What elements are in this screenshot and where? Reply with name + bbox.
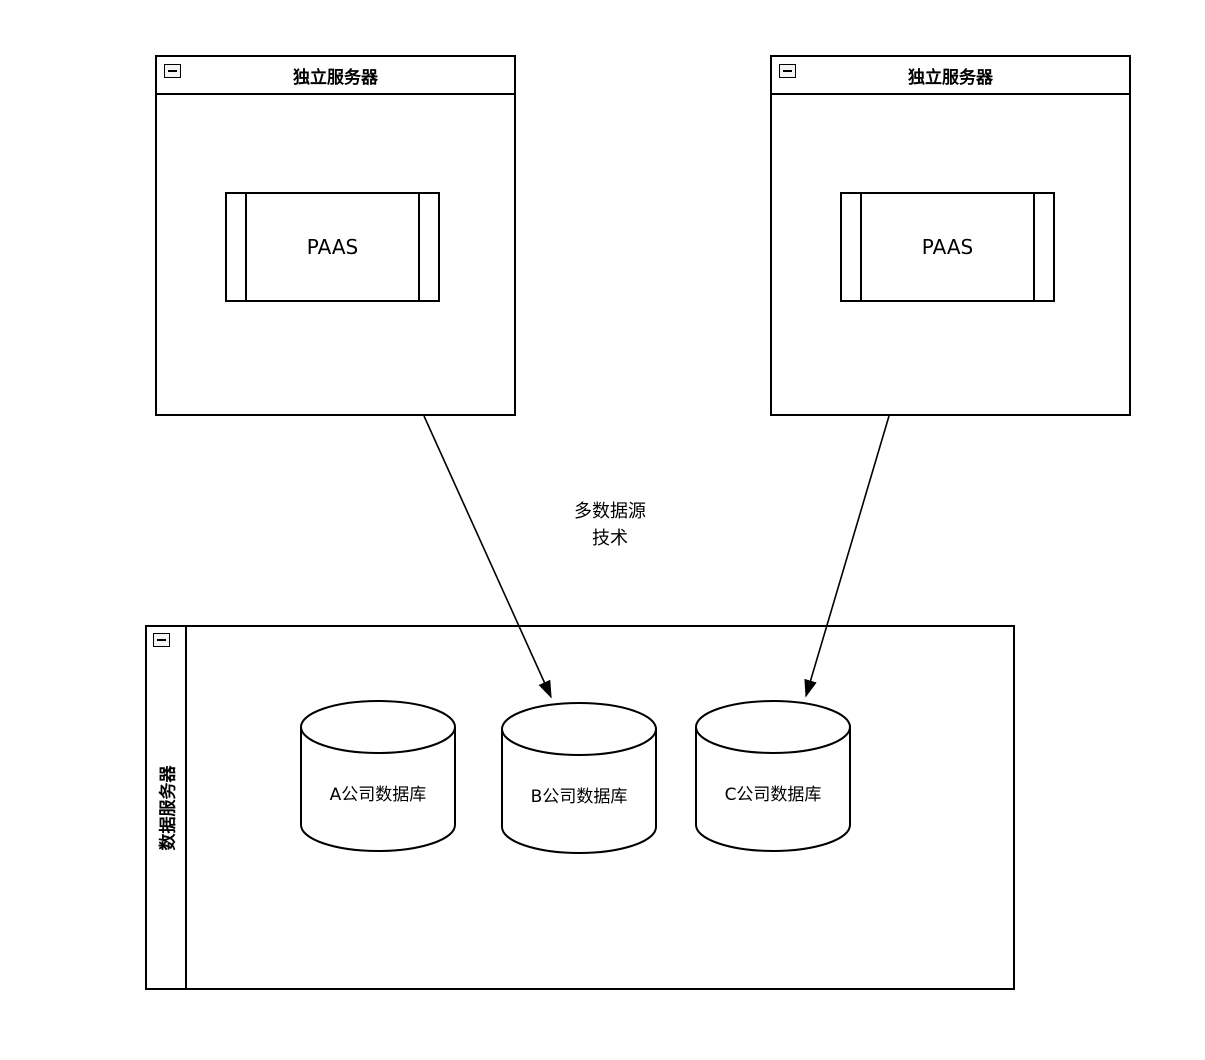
annotation-line1: 多数据源 xyxy=(574,501,646,522)
server-title-bar: 独立服务器 xyxy=(772,57,1129,95)
paas-component-left: PAAS xyxy=(225,192,440,302)
paas-component-right: PAAS xyxy=(840,192,1055,302)
server-title: 独立服务器 xyxy=(908,67,993,88)
collapse-icon[interactable] xyxy=(153,633,170,647)
component-rail-right xyxy=(418,194,420,300)
annotation-line2: 技术 xyxy=(592,528,628,549)
collapse-icon[interactable] xyxy=(779,64,796,78)
database-b-cylinder: B公司数据库 xyxy=(501,702,657,854)
component-rail-left xyxy=(245,194,247,300)
collapse-icon[interactable] xyxy=(164,64,181,78)
database-a-cylinder: A公司数据库 xyxy=(300,700,456,852)
data-server-title: 数据服务器 xyxy=(158,765,179,850)
server-title-bar: 独立服务器 xyxy=(157,57,514,95)
data-server-title-strip: 数据服务器 xyxy=(147,627,187,988)
component-rail-left xyxy=(860,194,862,300)
server-title: 独立服务器 xyxy=(293,67,378,88)
component-label: PAAS xyxy=(921,235,974,259)
cylinder-shape xyxy=(695,700,851,852)
cylinder-shape xyxy=(501,702,657,854)
database-label: C公司数据库 xyxy=(724,785,822,805)
database-c-cylinder: C公司数据库 xyxy=(695,700,851,852)
component-label: PAAS xyxy=(306,235,359,259)
database-label: B公司数据库 xyxy=(530,787,628,807)
server-node-left: 独立服务器 PAAS xyxy=(155,55,516,416)
database-label: A公司数据库 xyxy=(329,785,427,805)
cylinder-shape xyxy=(300,700,456,852)
server-node-right: 独立服务器 PAAS xyxy=(770,55,1131,416)
multi-datasource-annotation: 多数据源 技术 xyxy=(530,498,690,552)
component-rail-right xyxy=(1033,194,1035,300)
